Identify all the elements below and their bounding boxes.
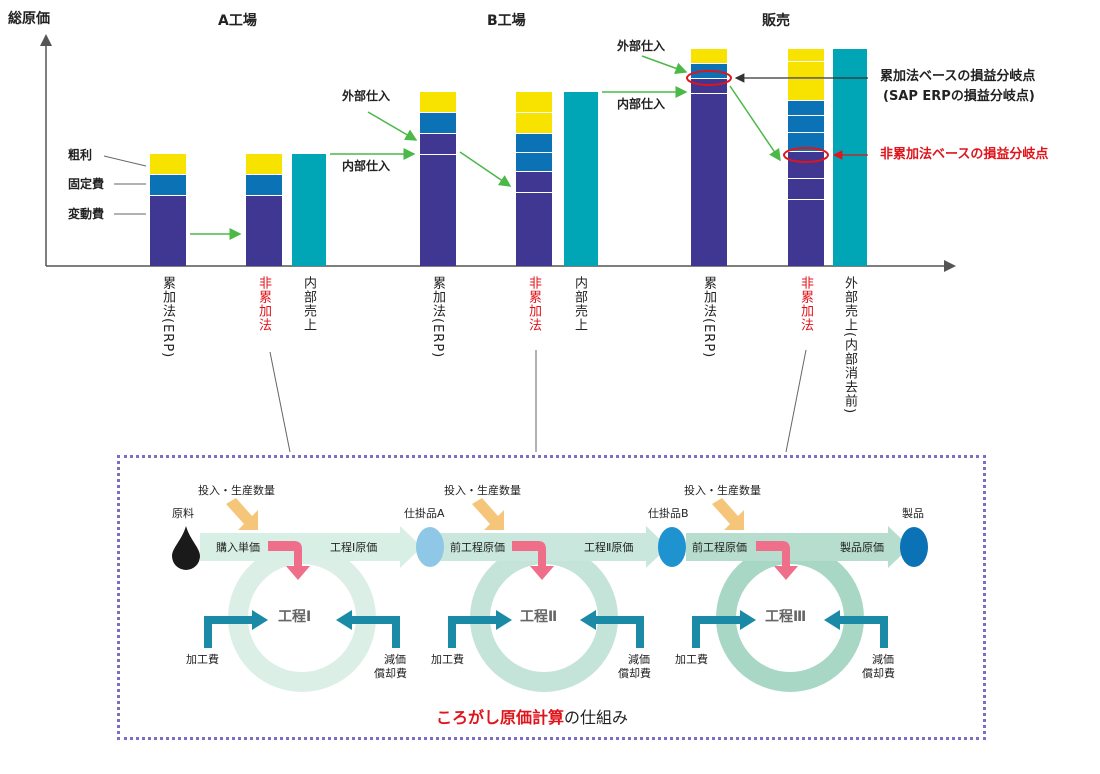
legend-fixed-cost: 固定費 — [68, 177, 105, 191]
depreciation-label: 減価 — [872, 653, 894, 666]
bar-b-cumulative — [420, 92, 456, 266]
label-internal-purchase: 内部仕入 — [617, 97, 666, 111]
cumulative-breakeven-marker — [686, 70, 732, 86]
process-title-highlight: ころがし原価計算 — [436, 708, 565, 727]
depreciation-label: 減価 — [628, 653, 650, 666]
flow-arrow — [459, 151, 512, 187]
stage-2-cost-label: 工程Ⅱ原価 — [584, 541, 634, 554]
label-external-purchase: 外部仕入 — [342, 89, 391, 103]
wip-b-label: 仕掛品B — [648, 507, 689, 520]
bar-label-s-external-sales: 外部売上(内部消去前) — [842, 276, 857, 415]
bar-label-b-noncumulative: 非累加法 — [526, 276, 541, 332]
y-axis-title: 総原価 — [8, 11, 50, 27]
product-cost-label: 製品原価 — [840, 541, 884, 554]
stage-3-label: 工程Ⅲ — [765, 609, 807, 625]
depreciation-label: 償却費 — [374, 667, 407, 680]
depreciation-label: 償却費 — [862, 667, 895, 680]
bar-a-noncumulative — [246, 154, 282, 266]
cumulative-breakeven-sublabel: (SAP ERPの損益分岐点) — [883, 89, 1035, 104]
raw-material-label: 原料 — [172, 507, 194, 520]
wip-a-label: 仕掛品A — [404, 507, 445, 520]
input-qty-label: 投入・生産数量 — [684, 484, 761, 497]
depreciation-label: 減価 — [384, 653, 406, 666]
bar-label-b-cumulative: 累加法(ERP) — [430, 276, 445, 359]
cost-chart — [40, 34, 956, 453]
header-sales: 販売 — [762, 13, 790, 29]
header-factory-a: A工場 — [218, 13, 257, 29]
flow-arrow — [729, 85, 781, 162]
product-label: 製品 — [902, 507, 924, 520]
flow-arrow — [641, 55, 688, 75]
purchase-price-label: 購入単価 — [216, 541, 260, 554]
bar-label-a-noncumulative: 非累加法 — [256, 276, 271, 332]
noncumulative-breakeven-marker — [783, 147, 829, 163]
prev-cost-label: 前工程原価 — [692, 541, 747, 554]
bar-label-s-noncumulative: 非累加法 — [798, 276, 813, 332]
bar-s-external-sales — [833, 49, 867, 266]
stage-1-cost-label: 工程Ⅰ原価 — [330, 541, 378, 554]
bar-s-noncumulative — [788, 49, 824, 266]
bar-label-a-cumulative: 累加法(ERP) — [160, 276, 175, 359]
input-qty-label: 投入・生産数量 — [444, 484, 521, 497]
legend-variable-cost: 変動費 — [68, 207, 105, 221]
bar-label-s-cumulative: 累加法(ERP) — [701, 276, 716, 359]
cumulative-breakeven-label: 累加法ベースの損益分岐点 — [880, 69, 1036, 84]
bar-b-noncumulative — [516, 92, 552, 266]
stage-1-label: 工程Ⅰ — [278, 609, 312, 625]
bar-b-internal-sales — [564, 92, 598, 266]
bar-a-internal-sales — [292, 154, 326, 266]
process-title: ころがし原価計算の仕組み — [436, 710, 628, 726]
bar-label-b-internal-sales: 内部売上 — [572, 276, 587, 332]
prev-cost-label: 前工程原価 — [450, 541, 505, 554]
flow-arrow — [367, 111, 418, 141]
processing-cost-label: 加工費 — [186, 653, 219, 666]
bar-s-cumulative — [691, 49, 727, 266]
legend-gross-profit: 粗利 — [68, 148, 93, 162]
stage-2-label: 工程Ⅱ — [520, 609, 558, 625]
header-factory-b: B工場 — [487, 13, 526, 29]
processing-cost-label: 加工費 — [431, 653, 464, 666]
noncumulative-breakeven-label: 非累加法ベースの損益分岐点 — [880, 147, 1049, 162]
process-frame — [117, 455, 986, 740]
input-qty-label: 投入・生産数量 — [198, 484, 275, 497]
processing-cost-label: 加工費 — [675, 653, 708, 666]
bar-a-cumulative — [150, 154, 186, 266]
depreciation-label: 償却費 — [618, 667, 651, 680]
label-external-purchase: 外部仕入 — [617, 39, 666, 53]
process-title-suffix: の仕組み — [564, 708, 629, 727]
bar-label-a-internal-sales: 内部売上 — [301, 276, 316, 332]
label-internal-purchase: 内部仕入 — [342, 159, 391, 173]
